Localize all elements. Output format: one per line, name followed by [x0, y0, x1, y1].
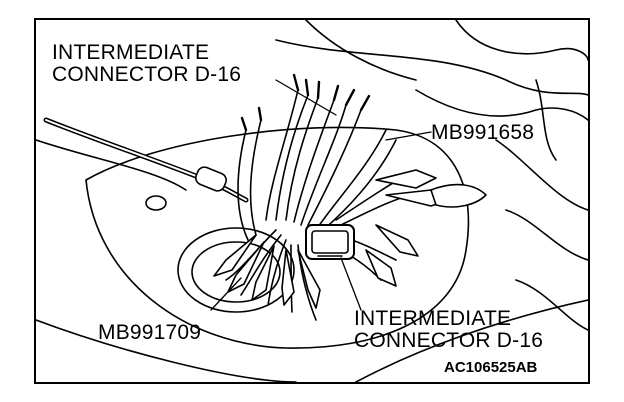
panel-contour [415, 89, 588, 121]
pump-opening [177, 227, 295, 313]
panel-contour [515, 279, 588, 331]
floor-line [355, 299, 588, 382]
diagram-frame: INTERMEDIATE CONNECTOR D-16 MB991658 MB9… [34, 18, 590, 384]
panel-contour [305, 20, 417, 81]
panel-contour [535, 79, 557, 161]
probe-handle [430, 183, 487, 208]
panel-contour [275, 39, 588, 96]
connector-d16-face [311, 230, 349, 254]
harness [45, 119, 247, 201]
mounting-hole [145, 195, 167, 211]
pump-opening-inner [191, 241, 281, 303]
wire-bundle [225, 89, 432, 321]
label-intermediate-connector-top-1: INTERMEDIATE [52, 41, 210, 64]
panel-contour [495, 139, 588, 211]
wiring-illustration [36, 20, 588, 382]
floor-line [36, 139, 187, 191]
label-intermediate-connector-top-2: CONNECTOR D-16 [52, 63, 242, 86]
label-mb991709: MB991709 [98, 321, 202, 344]
alligator-clips-left [213, 234, 321, 309]
leader-lines [210, 79, 432, 311]
probe-tips [240, 73, 371, 132]
floor-line [36, 319, 297, 382]
connector-d16 [305, 224, 355, 260]
label-intermediate-connector-bottom-1: INTERMEDIATE [354, 307, 512, 330]
panel-contour [455, 20, 588, 61]
label-mb991658: MB991658 [431, 121, 535, 144]
label-intermediate-connector-bottom-2: CONNECTOR D-16 [354, 329, 544, 352]
harness-boot [195, 166, 227, 192]
cover-outline [85, 126, 470, 349]
panel-contour [505, 209, 588, 261]
figure-code: AC106525AB [444, 359, 538, 376]
